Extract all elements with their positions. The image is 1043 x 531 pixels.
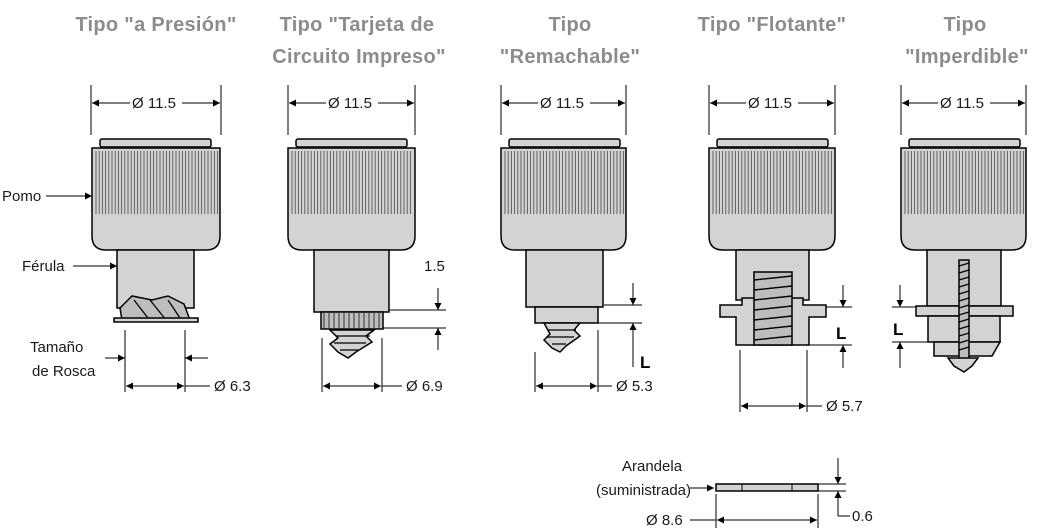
captive-knob-diameter: Ø 11.5 (940, 95, 984, 112)
press-fastener: Ø 11.5 Pomo Férula Tamaño de Rosca Ø 6.3 (0, 85, 251, 395)
title-captive-type-line1: Tipo (943, 14, 986, 36)
thread-size-label-line2: de Rosca (32, 363, 96, 380)
floating-knob-diameter: Ø 11.5 (748, 95, 792, 112)
washer-label-line1: Arandela (622, 458, 683, 475)
title-press-type: Tipo "a Presión" (75, 14, 236, 36)
washer-label-line2: (suministrada) (596, 482, 691, 499)
knob-label: Pomo (2, 188, 41, 205)
title-pcb-type-line2: Circuito Impreso" (272, 46, 446, 68)
title-floating-type: Tipo "Flotante" (698, 14, 847, 36)
press-knob-diameter: Ø 11.5 (132, 95, 176, 112)
press-thread-diameter: Ø 6.3 (214, 378, 251, 395)
washer: Arandela (suministrada) Ø 8.6 0.6 (596, 458, 873, 529)
title-rivet-type-line2: "Remachable" (500, 46, 640, 68)
pcb-knurl (291, 151, 411, 214)
floating-knurl (712, 151, 832, 214)
rivet-knurl (504, 151, 624, 214)
washer-diameter: Ø 8.6 (646, 512, 683, 529)
captive-length-symbol: L (893, 320, 903, 339)
floating-diameter: Ø 5.7 (826, 398, 863, 415)
floating-length-symbol: L (836, 324, 846, 343)
rivet-length-symbol: L (640, 353, 650, 372)
rivet-fastener: Ø 11.5 L Ø 5.3 (500, 85, 653, 395)
washer-thickness: 0.6 (852, 508, 873, 525)
title-captive-type-line2: "Imperdible" (905, 46, 1029, 68)
ferrule-label: Férula (22, 258, 65, 275)
pcb-diameter: Ø 6.9 (406, 378, 443, 395)
thread-size-label-line1: Tamaño (30, 339, 83, 356)
rivet-diameter: Ø 5.3 (616, 378, 653, 395)
captive-knurl (904, 151, 1024, 214)
pcb-fastener: Ø 11.5 1.5 Ø 6.9 (287, 85, 446, 395)
captive-fastener: Ø 11.5 L (892, 85, 1027, 373)
rivet-knob-diameter: Ø 11.5 (540, 95, 584, 112)
title-pcb-type-line1: Tipo "Tarjeta de (280, 14, 435, 36)
pcb-height-dimension: 1.5 (424, 258, 445, 275)
floating-fastener: Ø 11.5 L Ø 5.7 (708, 85, 863, 415)
pcb-knob-diameter: Ø 11.5 (328, 95, 372, 112)
title-rivet-type-line1: Tipo (548, 14, 591, 36)
press-knurl (95, 151, 219, 214)
